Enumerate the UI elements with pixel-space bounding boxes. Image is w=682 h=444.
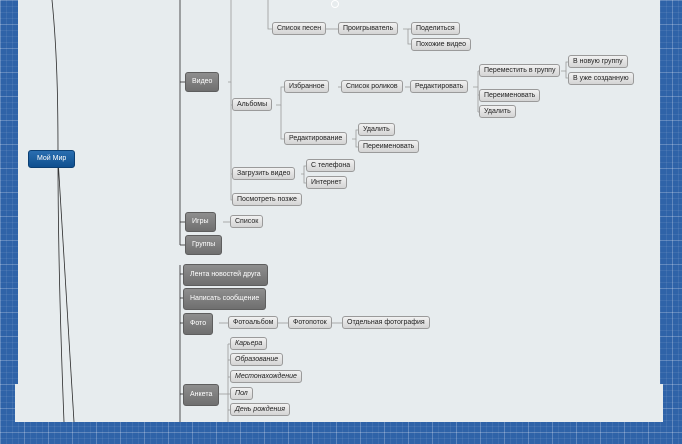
node-photo[interactable]: Фото (183, 313, 214, 335)
node-photo-stream[interactable]: Фотопоток (288, 316, 332, 329)
root-node[interactable]: Мой Мир (28, 150, 76, 168)
node-internet[interactable]: Интернет (306, 176, 347, 189)
node-edit[interactable]: Редактировать (410, 80, 469, 93)
node-delete-2[interactable]: Удалить (358, 123, 395, 136)
node-clip-list[interactable]: Список роликов (341, 80, 403, 93)
node-to-new-group[interactable]: В новую группу (568, 55, 628, 68)
node-favorites[interactable]: Избранное (284, 80, 330, 93)
canvas-left-edge (15, 384, 18, 422)
node-rename[interactable]: Переименовать (479, 89, 541, 102)
mind-map-connectors (51, 0, 568, 422)
node-albums[interactable]: Альбомы (232, 98, 273, 111)
node-career[interactable]: Карьера (230, 337, 268, 350)
mind-map-canvas[interactable]: Мой Мир Список песен Проигрыватель Подел… (18, 0, 660, 422)
node-birthday[interactable]: День рождения (230, 403, 290, 416)
node-friend-news[interactable]: Лента новостей друга (183, 264, 268, 286)
node-share[interactable]: Поделиться (411, 22, 460, 35)
node-similar-video[interactable]: Похожие видео (411, 38, 472, 51)
node-song-list[interactable]: Список песен (272, 22, 327, 35)
node-editing[interactable]: Редактирование (284, 132, 348, 145)
node-gender[interactable]: Пол (230, 387, 253, 400)
top-handle-icon[interactable] (331, 0, 339, 8)
node-delete[interactable]: Удалить (479, 105, 516, 118)
node-from-phone[interactable]: С телефона (306, 159, 356, 172)
node-list[interactable]: Список (230, 215, 264, 228)
root-node-label: Мой Мир (37, 155, 67, 162)
node-profile[interactable]: Анкета (183, 384, 220, 406)
node-education[interactable]: Образование (230, 353, 284, 366)
node-to-existing-group[interactable]: В уже созданную (568, 72, 634, 85)
node-groups[interactable]: Группы (185, 235, 223, 255)
node-rename-2[interactable]: Переименовать (358, 140, 420, 153)
node-location[interactable]: Местонахождение (230, 370, 302, 383)
node-video[interactable]: Видео (185, 72, 220, 92)
node-write-message[interactable]: Написать сообщение (183, 288, 267, 310)
canvas-right-edge (660, 384, 663, 422)
node-single-photo[interactable]: Отдельная фотография (342, 316, 430, 329)
node-watch-later[interactable]: Посмотреть позже (232, 193, 302, 206)
node-upload-video[interactable]: Загрузить видео (232, 167, 296, 180)
node-games[interactable]: Игры (185, 212, 216, 232)
node-move-to-group[interactable]: Переместить в группу (479, 64, 561, 77)
node-photo-album[interactable]: Фотоальбом (228, 316, 279, 329)
node-player[interactable]: Проигрыватель (338, 22, 399, 35)
